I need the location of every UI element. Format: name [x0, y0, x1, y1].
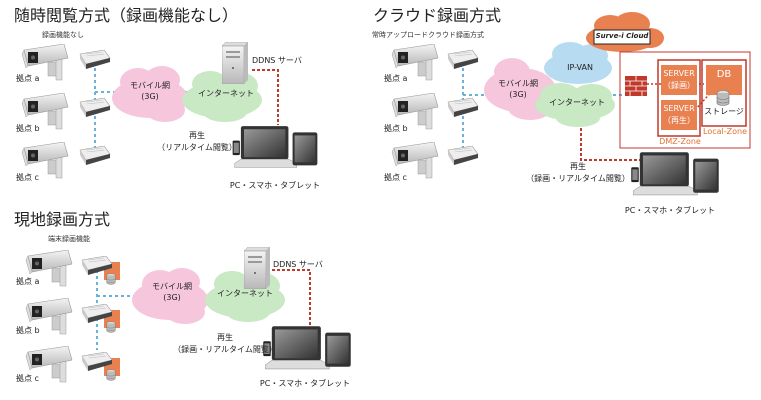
- site-label: 拠点 a: [16, 277, 40, 286]
- server-playback-sublabel: （再生）: [663, 116, 695, 125]
- panel1-title: 随時閲覧方式（録画機能なし）: [14, 6, 239, 25]
- mobile-network-sublabel: (3G): [163, 293, 181, 302]
- playback-link-line: [252, 69, 279, 125]
- cloud-zone-border: [619, 51, 751, 149]
- devices-label: PC・スマホ・タブレット: [624, 206, 716, 215]
- ddns-server-icon: [244, 247, 270, 289]
- mobile-network-label: モバイル網: [130, 81, 170, 90]
- site-label: 拠点 b: [384, 124, 408, 133]
- storage-label: ストレージ: [704, 107, 744, 116]
- playback-label: 再生: [570, 162, 586, 171]
- panel3-graphics: [25, 247, 352, 383]
- server-recording-box: [661, 65, 697, 95]
- storage-icon: [106, 273, 116, 285]
- ddns-label: DDNS サーバ: [273, 260, 323, 269]
- site-label: 拠点 a: [384, 74, 408, 83]
- site-label: 拠点 c: [384, 173, 407, 182]
- ddns-label: DDNS サーバ: [252, 56, 302, 65]
- router-icon: [447, 146, 479, 166]
- internet-cloud: [535, 83, 615, 127]
- local-zone-label: Local-Zone: [703, 127, 747, 136]
- panel1-graphics: [21, 42, 318, 179]
- db-box: [706, 65, 742, 95]
- router-icon: [447, 98, 479, 118]
- panel3-subtitle: 端末録画機能: [48, 235, 90, 243]
- router-icon: [79, 50, 111, 70]
- site-label: 拠点 c: [16, 173, 39, 182]
- mobile-network-cloud: [112, 66, 188, 122]
- playback-link-line: [580, 128, 640, 161]
- site-label: 拠点 b: [16, 124, 40, 133]
- mobile-network-sublabel: (3G): [509, 90, 527, 99]
- playback-sublabel: （録画・リアルタイム閲覧）: [173, 345, 277, 354]
- cloud-label-box: [593, 29, 651, 45]
- server-recording-label: SERVER: [663, 69, 695, 78]
- storage-icon: [716, 90, 730, 106]
- ipvan-cloud: [544, 42, 612, 84]
- playback-link-line: [272, 269, 311, 325]
- devices-icon: [630, 151, 720, 196]
- playback-label: 再生: [189, 131, 205, 140]
- mobile-network-cloud: [132, 268, 208, 324]
- router-icon: [79, 146, 111, 166]
- devices-label: PC・スマホ・タブレット: [259, 379, 351, 388]
- ddns-server-icon: [222, 42, 248, 84]
- devices-icon: [232, 125, 318, 168]
- server-recording-sublabel: （録画）: [663, 81, 695, 90]
- panel2-title: クラウド録画方式: [373, 6, 502, 25]
- storage-icon: [106, 369, 116, 381]
- mobile-network-sublabel: (3G): [141, 92, 159, 101]
- internet-cloud: [182, 71, 262, 122]
- dmz-zone-box: [657, 59, 701, 137]
- storage-icon: [106, 321, 116, 333]
- panel2-graphics: [391, 12, 751, 196]
- db-label: DB: [716, 69, 732, 80]
- panel1-subtitle: 録画機能なし: [42, 31, 84, 39]
- site-label: 拠点 c: [16, 374, 39, 383]
- mobile-network-label: モバイル網: [152, 282, 192, 291]
- server-playback-box: [661, 100, 697, 130]
- internet-label: インターネット: [198, 89, 254, 98]
- devices-label: PC・スマホ・タブレット: [229, 181, 321, 190]
- local-zone-box: [701, 59, 747, 127]
- cloud-service-label: Surve-i Cloud: [595, 32, 649, 40]
- internet-label: インターネット: [217, 289, 273, 298]
- router-icon: [447, 50, 479, 70]
- mobile-network-label: モバイル網: [498, 79, 538, 88]
- playback-sublabel: （リアルタイム閲覧）: [157, 143, 237, 152]
- site-label: 拠点 a: [16, 74, 40, 83]
- firewall-icon: [625, 76, 647, 96]
- playback-sublabel: （録画・リアルタイム閲覧）: [526, 174, 630, 183]
- dmz-zone-label: DMZ-Zone: [659, 137, 701, 146]
- panel3-title: 現地録画方式: [14, 210, 111, 229]
- server-playback-label: SERVER: [663, 104, 695, 113]
- playback-label: 再生: [217, 333, 233, 342]
- panel2-subtitle: 常時アップロードクラウド録画方式: [372, 31, 484, 39]
- ipvan-label: IP-VAN: [567, 63, 593, 72]
- internet-label: インターネット: [549, 98, 605, 107]
- site-label: 拠点 b: [16, 326, 40, 335]
- router-icon: [79, 98, 111, 118]
